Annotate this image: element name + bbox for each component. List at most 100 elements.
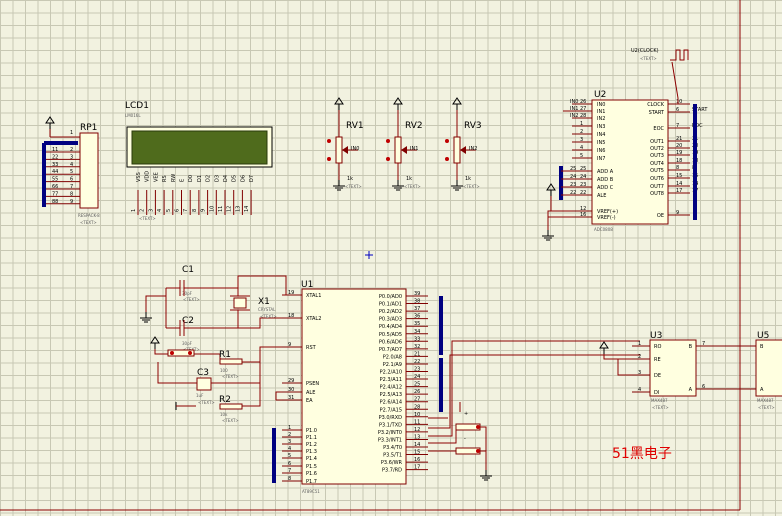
lcd-pin-num: 13	[235, 206, 241, 212]
button-plus-label: +	[464, 411, 468, 417]
r1-value: 100	[220, 368, 228, 373]
u5-body	[755, 339, 782, 397]
power-symbol	[45, 116, 55, 124]
pot-body	[394, 136, 402, 164]
adc-left-name: ADD C	[597, 185, 614, 191]
mcu-model: AT89C51	[302, 489, 320, 494]
adc-left-name: IN1	[597, 109, 605, 115]
mcu-right-num: 26	[414, 389, 420, 395]
mcu-right-num: 11	[414, 419, 420, 425]
clock-wire	[671, 61, 679, 104]
mcu-left-name: ALE	[306, 390, 315, 396]
pot-probe	[386, 157, 390, 161]
pot-wiper	[460, 146, 466, 154]
adc-left-num: 23	[580, 182, 586, 188]
c1-value: 30pF	[182, 291, 193, 296]
lcd-model: LM016L	[125, 113, 141, 118]
lcd-pin-name: D7	[249, 175, 255, 182]
mcu-right-name: P3.7/RD	[382, 468, 402, 474]
adc-right-name: OUT3	[650, 153, 664, 159]
x1-ref: X1	[258, 297, 270, 307]
mcu-right-num: 10	[414, 412, 420, 418]
rp1-net-label: 33	[52, 162, 58, 168]
c3-value: 1uF	[196, 393, 204, 398]
mcu-left-name: P1.0	[306, 428, 317, 434]
rp1-pin-num: 3	[70, 154, 73, 160]
adc-vref-wire	[547, 210, 572, 230]
mcu-right-name: P2.7/A15	[380, 407, 402, 413]
u3-right-name: A	[689, 387, 693, 393]
u5-text: <TEXT>	[758, 405, 775, 410]
adc-right-num: 20	[676, 143, 682, 149]
ea-wire	[275, 391, 282, 401]
pot-wiper	[342, 146, 348, 154]
mcu-left-num: 9	[288, 342, 291, 348]
mcu-right-num: 37	[414, 306, 420, 312]
adc-right-num: 6	[676, 107, 679, 113]
adc-right-net: START	[692, 107, 708, 113]
button-probe	[476, 449, 480, 453]
x1-text: <TEXT>	[260, 314, 277, 319]
adc-right-name: OUT1	[650, 139, 664, 145]
power-symbol	[150, 336, 160, 344]
u3-right-num: 6	[702, 384, 705, 390]
mcu-right-name: P0.0/AD0	[379, 294, 402, 300]
u3-left-name: RE	[654, 357, 661, 363]
mcu-right-num: 33	[414, 336, 420, 342]
adc-left-name: IN7	[597, 156, 605, 162]
adc-left-name: IN4	[597, 132, 605, 138]
reset-wire	[242, 383, 261, 407]
r1-body	[219, 358, 243, 365]
mcu-left-num: 1	[288, 425, 291, 431]
mcu-ref: U1	[301, 280, 313, 290]
mcu-right-name: P0.2/AD2	[379, 309, 402, 315]
mcu-left-name: XTAL1	[306, 293, 321, 299]
c2-wire	[184, 317, 282, 329]
u3-left-name: DI	[654, 390, 659, 396]
adc-left-num: 4	[580, 145, 583, 151]
mcu-right-name: P3.0/RXD	[379, 415, 403, 421]
origin-marker	[365, 251, 373, 259]
mcu-right-name: P0.1/AD1	[379, 302, 402, 308]
reset-wire	[211, 362, 261, 384]
adc-right-name: OE	[657, 213, 664, 219]
adc-left-num: 22	[580, 190, 586, 196]
mcu-right-name: P3.3/INT1	[378, 437, 402, 443]
lcd-pin-name: D1	[197, 175, 203, 182]
adc-right-num: 21	[676, 136, 682, 142]
adc-left-net: 22	[570, 190, 576, 196]
lcd-pin-num: 8	[192, 209, 198, 212]
adc-right-num: 9	[676, 210, 679, 216]
adc-left-num: 12	[580, 206, 586, 212]
rp1-pin-num: 4	[70, 162, 73, 168]
pot-net-label: IN1	[410, 146, 418, 152]
lcd-pin-name: D5	[232, 175, 238, 182]
mcu-left-name: P1.1	[306, 435, 317, 441]
mcu-left-name: P1.7	[306, 479, 317, 485]
mcu-right-num: 21	[414, 351, 420, 357]
mcu-right-num: 38	[414, 299, 420, 305]
mcu-right-name: P2.6/A14	[380, 400, 402, 406]
adc-left-num: 27	[580, 106, 586, 112]
mcu-left-name: EA	[306, 398, 313, 404]
lcd-pin-num: 11	[218, 206, 224, 212]
power-symbol	[334, 97, 344, 105]
reset-wire	[157, 362, 197, 384]
mcu-right-name: P3.5/T1	[383, 453, 402, 459]
lcd-ref: LCD1	[125, 101, 149, 111]
power-symbol	[452, 97, 462, 105]
mcu-left-name: PSEN	[306, 381, 319, 387]
clock-signal	[670, 49, 689, 61]
lcd-pin-num: 14	[244, 206, 250, 212]
u3-text: <TEXT>	[652, 405, 669, 410]
mcu-right-name: P2.2/A10	[380, 370, 402, 376]
adc-left-num: 26	[580, 99, 586, 105]
mcu-left-name: RST	[306, 345, 317, 351]
adc-left-num: 28	[580, 113, 586, 119]
mcu-left-num: 3	[288, 439, 291, 445]
reset-wire	[194, 353, 221, 362]
mcu-right-name: P0.6/AD6	[379, 339, 402, 345]
adc-left-num: 16	[580, 212, 586, 218]
